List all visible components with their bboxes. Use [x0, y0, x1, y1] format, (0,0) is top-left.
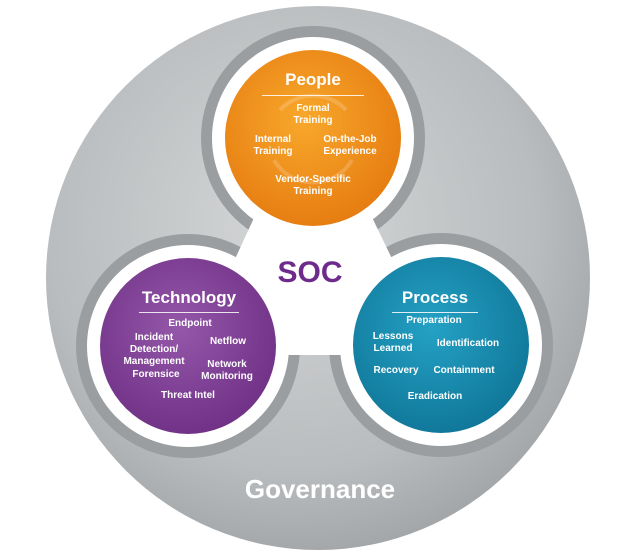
- people-item-formal-training: Formal Training: [293, 103, 333, 126]
- people-item-internal-training: Internal Training: [253, 134, 293, 157]
- process-item-containment: Containment: [433, 365, 495, 376]
- people-item-on-the-job-experience: On-the-Job Experience: [323, 134, 377, 157]
- process-item-recovery: Recovery: [373, 365, 419, 376]
- soc-label: SOC: [277, 256, 343, 289]
- technology-title: Technology: [141, 288, 237, 307]
- process-item-lessons-learned: Lessons Learned: [372, 331, 414, 354]
- technology-item-forensice: Forensice: [132, 369, 180, 380]
- people-title-rule: [262, 95, 364, 96]
- people-disc: [225, 50, 401, 226]
- technology-item-incident-detection: Incident Detection/ Management: [123, 332, 185, 367]
- technology-item-netflow: Netflow: [209, 336, 247, 347]
- technology-disc: [100, 258, 276, 434]
- governance-label: Governance: [244, 474, 396, 504]
- people-title: People: [285, 70, 341, 89]
- technology-item-network-monitoring: Network Monitoring: [201, 359, 253, 382]
- technology-item-threat-intel: Threat Intel: [161, 390, 215, 401]
- technology-title-rule: [139, 312, 239, 313]
- process-disc: [353, 257, 529, 433]
- technology-item-endpoint: Endpoint: [168, 318, 212, 329]
- process-title-rule: [392, 312, 478, 313]
- process-item-preparation: Preparation: [406, 315, 462, 326]
- people-item-vendor-specific-training: Vendor-Specific Training: [275, 174, 351, 197]
- process-item-identification: Identification: [436, 338, 500, 349]
- process-item-eradication: Eradication: [407, 391, 463, 402]
- process-title: Process: [401, 288, 469, 307]
